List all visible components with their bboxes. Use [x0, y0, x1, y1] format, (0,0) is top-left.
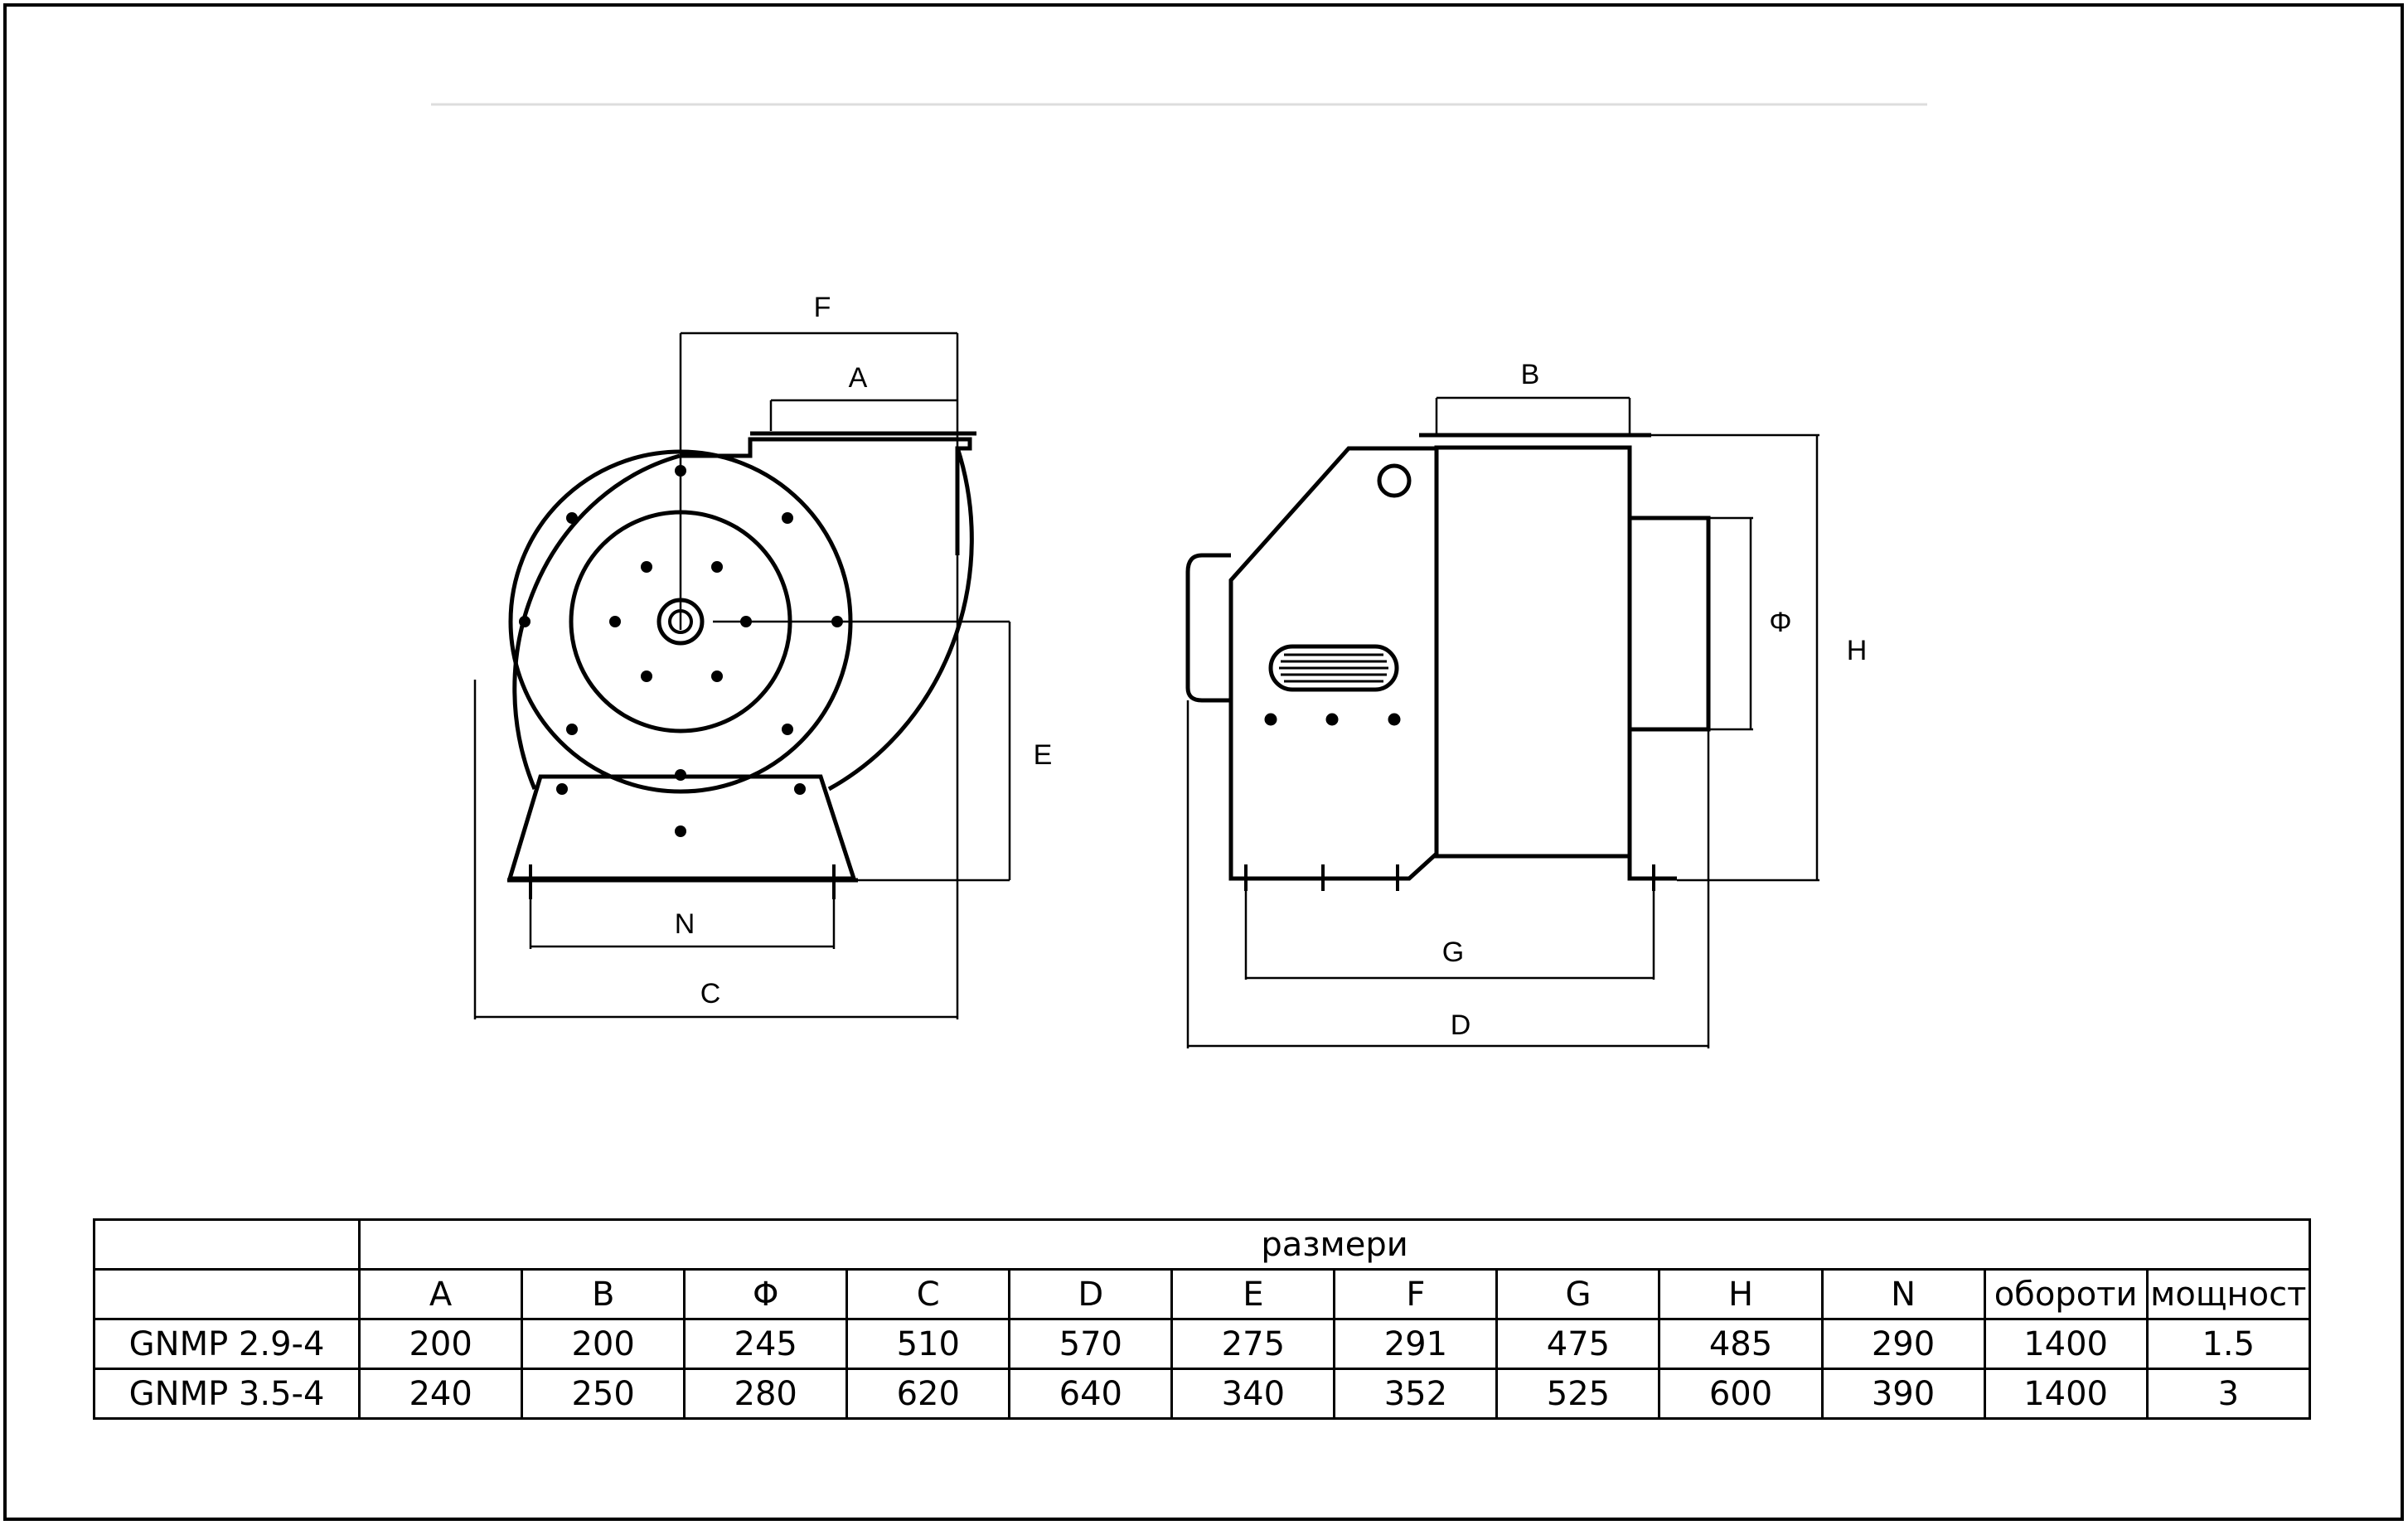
- label-D: D: [1451, 1009, 1471, 1041]
- column-header: B: [521, 1268, 686, 1320]
- table-cell: 620: [845, 1368, 1011, 1420]
- scroll-housing: [512, 447, 974, 792]
- table-cell: 275: [1170, 1318, 1336, 1370]
- table-cell: 390: [1820, 1368, 1986, 1420]
- table-cell: 600: [1658, 1368, 1824, 1420]
- table-cell: 250: [521, 1368, 686, 1420]
- dimensions-group-header: размери: [358, 1218, 2311, 1271]
- label-N: N: [675, 908, 695, 940]
- table-cell: 640: [1008, 1368, 1174, 1420]
- table-cell: 525: [1495, 1368, 1661, 1420]
- column-header: мощност: [2145, 1268, 2312, 1320]
- discharge-outlet: [680, 437, 972, 555]
- model-cell: GNMP 3.5-4: [92, 1368, 361, 1420]
- label-A: A: [849, 362, 868, 394]
- label-C: C: [700, 978, 721, 1009]
- column-header: E: [1170, 1268, 1336, 1320]
- table-row: GNMP 2.9-4 200 200 245 510 570 275 291 4…: [92, 1318, 2312, 1370]
- table-column-header-row: A B Φ C D E F G H N обороти мощност: [92, 1268, 2312, 1320]
- side-view-bolts: [1244, 713, 1655, 891]
- column-header: G: [1495, 1268, 1661, 1320]
- side-view-dimension-labels: B Φ H G D: [1442, 359, 1868, 1041]
- table-cell: 245: [683, 1318, 849, 1370]
- column-header: F: [1333, 1268, 1499, 1320]
- table-cell: 1.5: [2145, 1318, 2312, 1370]
- label-B: B: [1521, 359, 1540, 390]
- label-G: G: [1442, 937, 1464, 968]
- table-cell: 485: [1658, 1318, 1824, 1370]
- table-cell: 570: [1008, 1318, 1174, 1370]
- table-cell: 200: [358, 1318, 524, 1370]
- table-row: GNMP 3.5-4 240 250 280 620 640 340 352 5…: [92, 1368, 2312, 1420]
- table-cell: 340: [1170, 1368, 1336, 1420]
- motor-end-cap: [1185, 553, 1231, 703]
- model-cell: GNMP 2.9-4: [92, 1318, 361, 1370]
- side-view: [1185, 433, 1711, 881]
- table-cell: 291: [1333, 1318, 1499, 1370]
- table-group-header-row: размери: [92, 1218, 2311, 1271]
- label-H: H: [1847, 635, 1868, 666]
- front-view-dimension-labels: F A E N C: [675, 292, 1053, 1009]
- table-cell: 475: [1495, 1318, 1661, 1370]
- front-view-dimensions: [473, 332, 1011, 1019]
- column-header: A: [358, 1268, 524, 1320]
- front-view: [506, 431, 976, 899]
- column-header: D: [1008, 1268, 1174, 1320]
- table-cell: 352: [1333, 1368, 1499, 1420]
- column-header: Φ: [683, 1268, 849, 1320]
- table-cell: 1400: [1983, 1318, 2149, 1370]
- column-header: обороти: [1983, 1268, 2149, 1320]
- ventilation-grille: [1268, 644, 1399, 692]
- front-view-bolt-holes: [519, 465, 843, 837]
- label-E: E: [1034, 739, 1053, 771]
- sheet-border: [3, 3, 2404, 1521]
- label-phi: Φ: [1769, 607, 1791, 638]
- label-F: F: [814, 292, 831, 323]
- empty-corner-cell: [92, 1218, 361, 1271]
- column-header: N: [1820, 1268, 1986, 1320]
- table-cell: 1400: [1983, 1368, 2149, 1420]
- dimensions-table: размери A B Φ C D E F G H N обороти мощн…: [92, 1218, 2312, 1420]
- table-cell: 280: [683, 1368, 849, 1420]
- motor-housing: [1228, 446, 1439, 881]
- table-cell: 290: [1820, 1318, 1986, 1370]
- column-header: C: [845, 1268, 1011, 1320]
- grille-slots: [1279, 653, 1388, 683]
- table-cell: 3: [2145, 1368, 2312, 1420]
- column-header: H: [1658, 1268, 1824, 1320]
- side-view-dimensions: [1186, 396, 1819, 1048]
- inlet-collar: [1627, 516, 1711, 732]
- table-cell: 240: [358, 1368, 524, 1420]
- fan-casing: [1434, 445, 1632, 859]
- table-cell: 510: [845, 1318, 1011, 1370]
- empty-model-header-cell: [92, 1268, 361, 1320]
- lifting-eye: [1377, 463, 1412, 498]
- table-cell: 200: [521, 1318, 686, 1370]
- right-support: [1627, 771, 1677, 881]
